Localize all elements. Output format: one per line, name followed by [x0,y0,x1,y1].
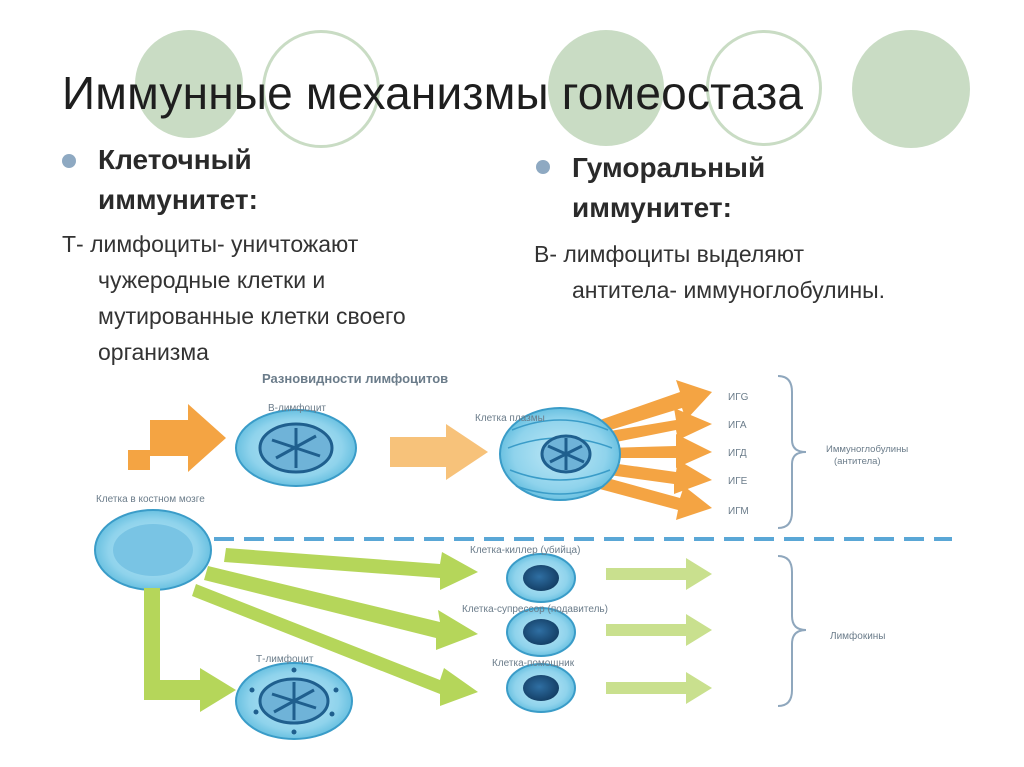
desc-line: мутированные клетки своего [98,303,406,329]
decor-circle [135,30,243,138]
cellular-immunity-heading: Клеточный иммунитет: [98,140,258,220]
decor-ring [262,30,380,148]
desc-line: антитела- иммуноглобулины. [572,277,886,303]
bone-marrow-cell-label: Клетка в костном мозге [96,494,205,505]
plasma-cell-chromatin [547,438,585,470]
immunoglobulins-label: Иммуноглобулины [826,444,908,455]
bullet-icon [536,160,550,174]
heading-line: Гуморальный [572,152,766,183]
green-arrows-right [606,558,712,704]
lymphokines-label: Лимфокины [830,630,885,642]
heading-line: иммунитет: [98,184,258,215]
t-lymphocyte-granules [249,667,339,735]
b-lymphocyte-chromatin [271,428,321,468]
desc-line: чужеродные клетки и [98,267,326,293]
desc-line: В- лимфоциты выделяют [534,241,805,267]
immunoglobulin-brace [777,375,807,529]
helper-cell-nucleus [523,675,559,701]
killer-cell-nucleus [523,565,559,591]
lymphokines-brace [777,555,807,707]
killer-cell-label: Клетка-киллер (убийца) [470,544,580,556]
antibody-arrows [596,380,712,520]
immunoglobulin-label: ИГЕ [728,476,748,487]
immunoglobulin-label: ИГМ [728,506,749,517]
orange-arrow [390,424,488,480]
humoral-immunity-heading: Гуморальный иммунитет: [572,148,765,228]
desc-line: организма [98,339,209,365]
suppressor-cell-label: Клетка-супрессор (подавитель) [462,604,608,615]
heading-line: Клеточный [98,144,252,175]
slide-title: Иммунные механизмы гомеостаза [62,67,804,119]
decor-circle [548,30,664,146]
bullet-icon [62,154,76,168]
t-lymphocyte-label: Т-лимфоцит [256,653,314,665]
plasma-cell-label: Клетка плазмы [475,413,545,424]
helper-cell-label: Клетка-помощник [492,658,575,669]
humoral-immunity-description: В- лимфоциты выделяют антитела- иммуногл… [534,236,885,308]
immunoglobulins-label-sub: (антитела) [834,456,881,467]
diagram-title: Разновидности лимфоцитов [262,371,448,386]
desc-line: Т- лимфоциты- уничтожают [62,231,359,257]
orange-arrow [128,404,226,472]
immunoglobulin-label: ИГА [728,420,747,431]
suppressor-cell-nucleus [523,619,559,645]
decor-circle [852,30,970,148]
immunoglobulin-label: ИГG [728,392,749,403]
immunoglobulin-label: ИГД [728,448,747,459]
green-arrows [144,548,478,712]
decor-ring [706,30,822,146]
bone-marrow-cell-inner [113,524,193,576]
b-lymphocyte-label: В-лимфоцит [268,402,326,414]
heading-line: иммунитет: [572,192,732,223]
cellular-immunity-description: Т- лимфоциты- уничтожают чужеродные клет… [62,226,406,370]
t-lymphocyte-chromatin [271,682,317,720]
